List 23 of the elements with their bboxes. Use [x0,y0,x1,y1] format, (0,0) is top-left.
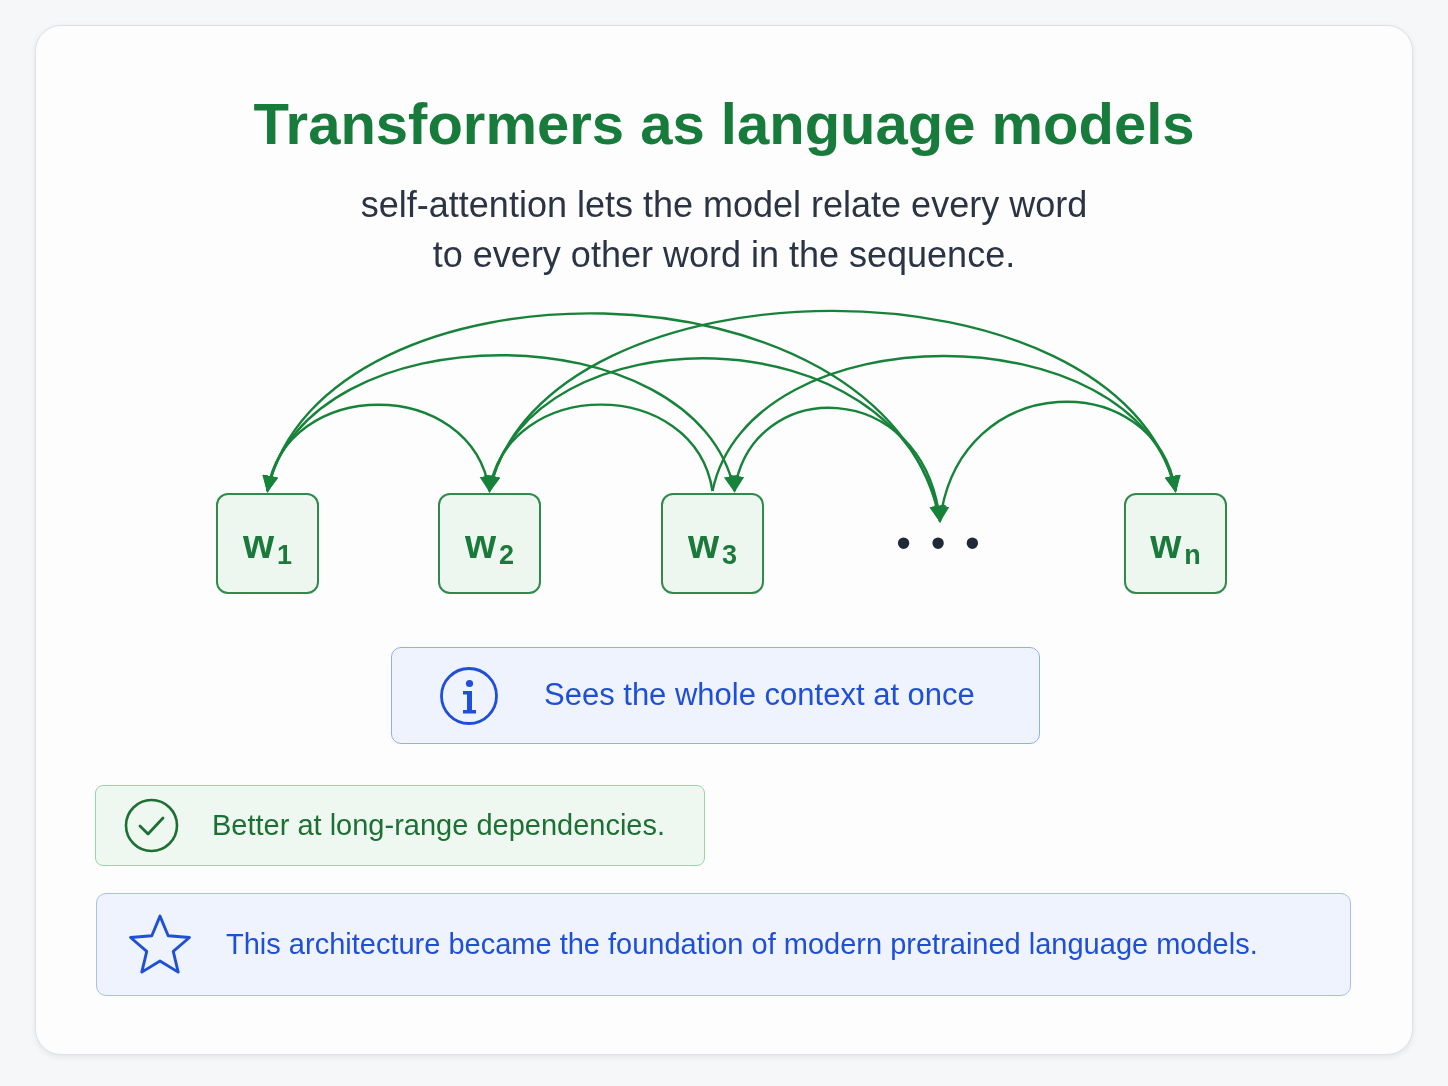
token-label: w$_{n}$ [1150,523,1201,564]
info-callout [391,647,1040,744]
attention-arrow [936,400,1179,523]
benefit-callout [95,785,705,866]
attention-arrow [711,355,1178,493]
attention-arrow [488,309,1177,493]
callout-text: Sees the whole context at once [544,676,975,715]
callout-text: Better at long-range dependencies. [212,808,666,844]
ellipsis: • • • [896,523,984,563]
attention-arrow [266,312,942,523]
attention-arrow [266,354,736,493]
token-label: w$_{2}$ [464,523,515,564]
token-box [661,493,764,594]
title: Transformers as language models [253,90,1195,158]
subtitle: self-attention lets the model relate every word to every other word in the sequence. [359,183,1089,277]
token-box [1124,493,1227,594]
attention-arrow [486,403,714,493]
token-label: w$_{1}$ [242,523,293,564]
token-label: w$_{3}$ [687,523,738,564]
token-box [216,493,319,594]
callout-text: This architecture became the foundation of modern pretrained language models. [226,927,1258,963]
token-box [438,493,541,594]
highlight-callout [96,893,1351,996]
